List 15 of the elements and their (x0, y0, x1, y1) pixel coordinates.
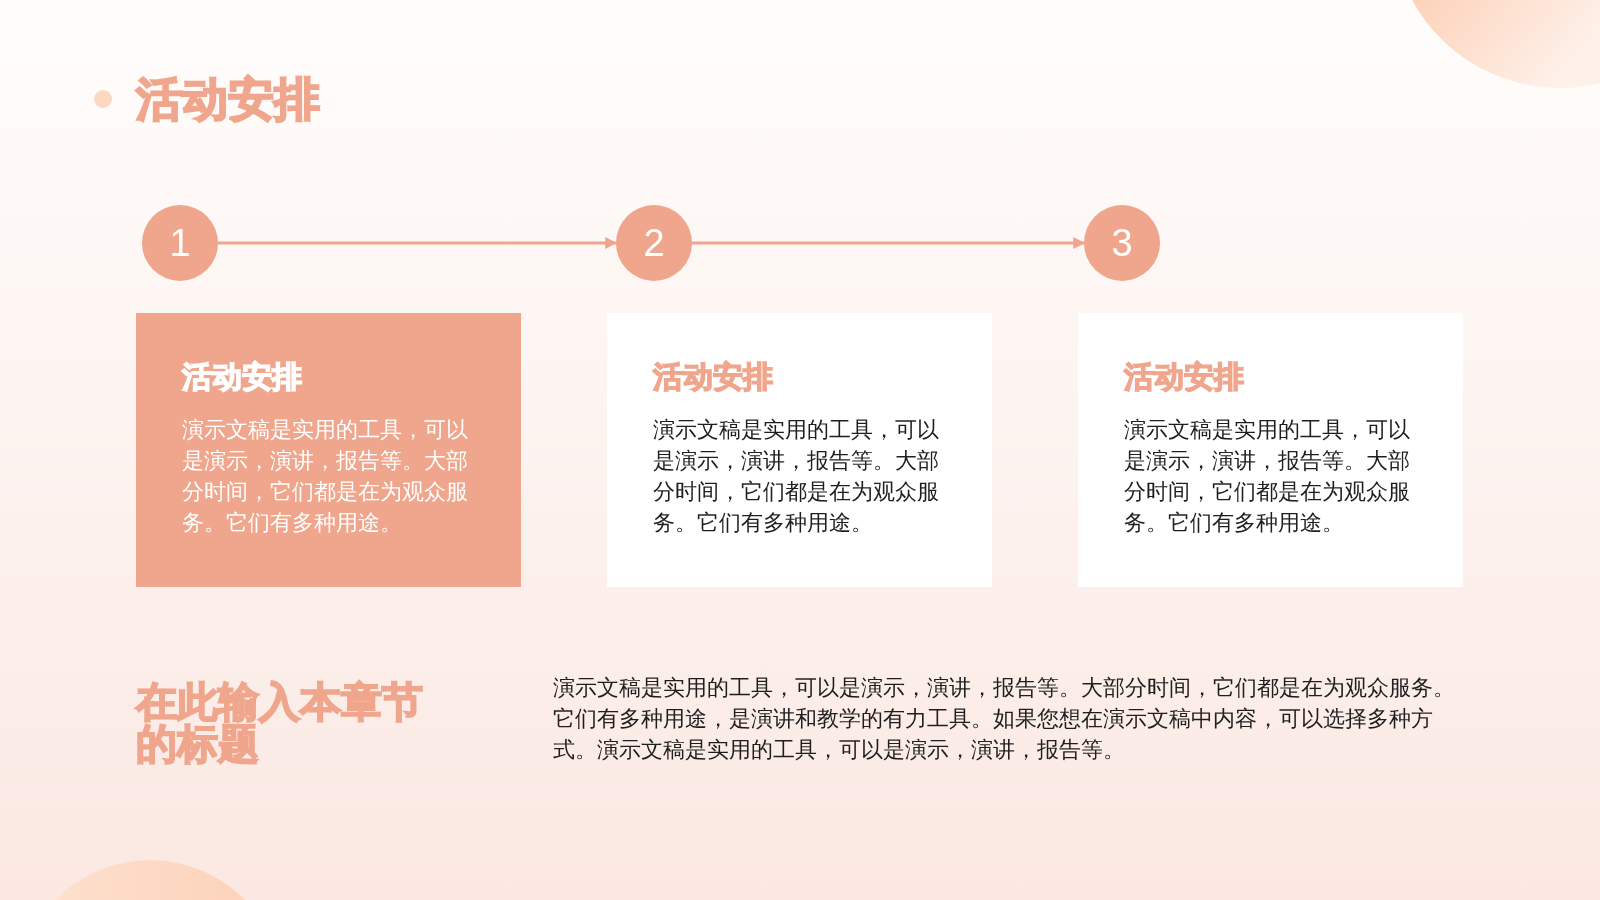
card-text: 演示文稿是实用的工具，可以是演示，演讲，报告等。大部分时间，它们都是在为观众服务。它们有多种用途。 (653, 417, 940, 537)
card-text: 演示文稿是实用的工具，可以是演示，演讲，报告等。大部分时间，它们都是在为观众服务。它们有多种用途。 (1124, 417, 1411, 537)
step-card (136, 313, 521, 587)
card-heading: 活动安排 (1124, 359, 1244, 395)
body-paragraph: 演示文稿是实用的工具，可以是演示，演讲，报告等。大部分时间，它们都是在为观众服务。它们有多种用途，是演讲和教学的有力工具。如果您想在演示文稿中内容，可以选择多种方式。演示文稿是实用的工具，可以是演示，演讲，报告等。 (553, 675, 1456, 764)
slide-title: 活动安排 (136, 72, 320, 127)
card-heading: 活动安排 (653, 359, 773, 395)
section-heading: 在此输入本章节的标题 (136, 681, 424, 765)
step-number-circle: 2 (616, 205, 692, 281)
card-heading: 活动安排 (182, 359, 302, 395)
arrow (216, 237, 618, 249)
card-text: 演示文稿是实用的工具，可以是演示，演讲，报告等。大部分时间，它们都是在为观众服务。它们有多种用途。 (182, 417, 469, 537)
arrow (690, 237, 1086, 249)
step-number-circle: 1 (142, 205, 218, 281)
step-number-circle: 3 (1084, 205, 1160, 281)
